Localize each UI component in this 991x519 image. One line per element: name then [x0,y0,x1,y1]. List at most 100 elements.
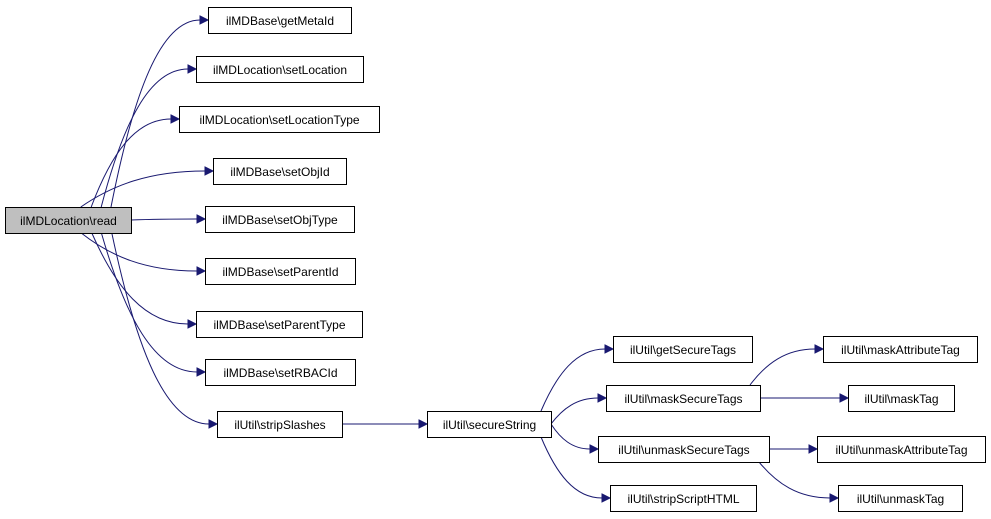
node-label: ilUtil\stripScriptHTML [627,492,739,506]
node-box [848,385,955,412]
edge-read-to-strip-slashes [111,232,219,429]
call-graph-nodes: ilMDLocation\read ilMDBase\getMetaId ilMDL… [5,7,986,512]
node-set-obj-type[interactable]: ilMDBase\setObjType [205,206,355,233]
node-unmask-tag[interactable]: ilUtil\unmaskTag [838,485,963,512]
node-label: ilUtil\maskSecureTags [624,392,742,406]
edge-unmask-secure-tags-to-unmask-tag [758,461,840,503]
node-box [817,436,986,463]
arrowhead-icon [187,64,198,74]
node-set-parent-type[interactable]: ilMDBase\setParentType [196,311,363,338]
node-set-location[interactable]: ilMDLocation\setLocation [196,56,364,83]
arrowhead-icon [204,166,215,176]
node-mask-tag[interactable]: ilUtil\maskTag [848,385,955,412]
edge-line [80,170,206,208]
node-box [610,485,757,512]
arrowhead-icon [814,344,825,354]
edge-line [100,68,189,208]
node-box [196,311,363,338]
arrowhead-icon [589,444,600,454]
edge-line [758,461,831,499]
node-set-obj-id[interactable]: ilMDBase\setObjId [213,158,347,185]
node-label: ilUtil\maskTag [864,392,938,406]
call-graph-edges [80,15,850,503]
node-strip-slashes[interactable]: ilUtil\stripSlashes [217,411,343,438]
edge-line [550,423,591,450]
node-box [427,411,552,438]
node-label: ilUtil\stripSlashes [234,418,325,432]
edge-line [100,232,198,373]
edge-read-to-get-meta-id [110,15,210,208]
arrowhead-icon [199,15,210,25]
edge-read-to-set-obj-id [80,166,215,208]
node-label: ilMDLocation\setLocationType [199,113,359,127]
node-get-meta-id[interactable]: ilMDBase\getMetaId [208,7,352,34]
edge-line [90,118,172,208]
edge-line [130,218,198,221]
edge-line [91,232,189,325]
edge-line [80,232,198,272]
node-set-parent-id[interactable]: ilMDBase\setParentId [205,258,356,285]
node-strip-script-html[interactable]: ilUtil\stripScriptHTML [610,485,757,512]
edge-unmask-secure-tags-to-unmask-attribute-tag [769,444,819,454]
arrowhead-icon [604,344,615,354]
node-set-rbac-id[interactable]: ilMDBase\setRBACId [205,359,356,386]
node-label: ilMDBase\setObjType [222,213,338,227]
node-secure-string[interactable]: ilUtil\secureString [427,411,552,438]
node-box [205,206,355,233]
edge-mask-secure-tags-to-mask-attribute-tag [749,344,825,386]
arrowhead-icon [839,393,850,403]
node-get-secure-tags[interactable]: ilUtil\getSecureTags [613,336,753,363]
edge-line [540,436,603,499]
node-box [205,258,356,285]
node-box [213,158,347,185]
edge-read-to-set-obj-type [130,214,207,224]
node-label: ilUtil\getSecureTags [630,343,736,357]
node-label: ilMDLocation\read [20,214,117,228]
edge-line [540,348,606,412]
node-box [598,436,770,463]
node-mask-secure-tags[interactable]: ilUtil\maskSecureTags [606,385,761,412]
node-label: ilMDBase\setParentId [222,265,338,279]
node-box [838,485,963,512]
node-read[interactable]: ilMDLocation\read [5,207,132,234]
node-box [179,106,380,133]
edge-read-to-set-location-type [90,114,181,208]
edge-strip-slashes-to-secure-string [342,419,429,429]
node-label: ilMDBase\setParentType [213,318,345,332]
node-label: ilMDLocation\setLocation [213,63,347,77]
node-label: ilUtil\unmaskAttributeTag [835,443,967,457]
node-unmask-secure-tags[interactable]: ilUtil\unmaskSecureTags [598,436,770,463]
node-label: ilUtil\secureString [443,418,536,432]
edge-secure-string-to-unmask-secure-tags [550,423,600,454]
node-label: ilUtil\unmaskSecureTags [618,443,749,457]
arrowhead-icon [196,266,207,276]
edge-read-to-set-parent-id [80,232,207,276]
node-box [5,207,132,234]
edge-line [550,397,599,425]
edge-secure-string-to-strip-script-html [540,436,612,503]
edge-read-to-set-parent-type [91,232,198,329]
edge-line [749,348,816,386]
node-set-location-type[interactable]: ilMDLocation\setLocationType [179,106,380,133]
arrowhead-icon [187,319,198,329]
node-box [208,7,352,34]
node-label: ilUtil\unmaskTag [857,492,944,506]
node-label: ilMDBase\setRBACId [223,366,337,380]
node-box [606,385,761,412]
edge-line [110,19,201,208]
node-box [196,56,364,83]
node-box [613,336,753,363]
arrowhead-icon [829,493,840,503]
node-box [217,411,343,438]
node-label: ilMDBase\getMetaId [226,14,334,28]
edge-secure-string-to-mask-secure-tags [550,393,608,425]
edge-read-to-set-rbac-id [100,232,207,377]
node-mask-attribute-tag[interactable]: ilUtil\maskAttributeTag [823,336,978,363]
node-unmask-attribute-tag[interactable]: ilUtil\unmaskAttributeTag [817,436,986,463]
arrowhead-icon [196,367,207,377]
edge-secure-string-to-get-secure-tags [540,344,615,412]
arrowhead-icon [170,114,181,124]
arrowhead-icon [808,444,819,454]
arrowhead-icon [196,214,207,224]
